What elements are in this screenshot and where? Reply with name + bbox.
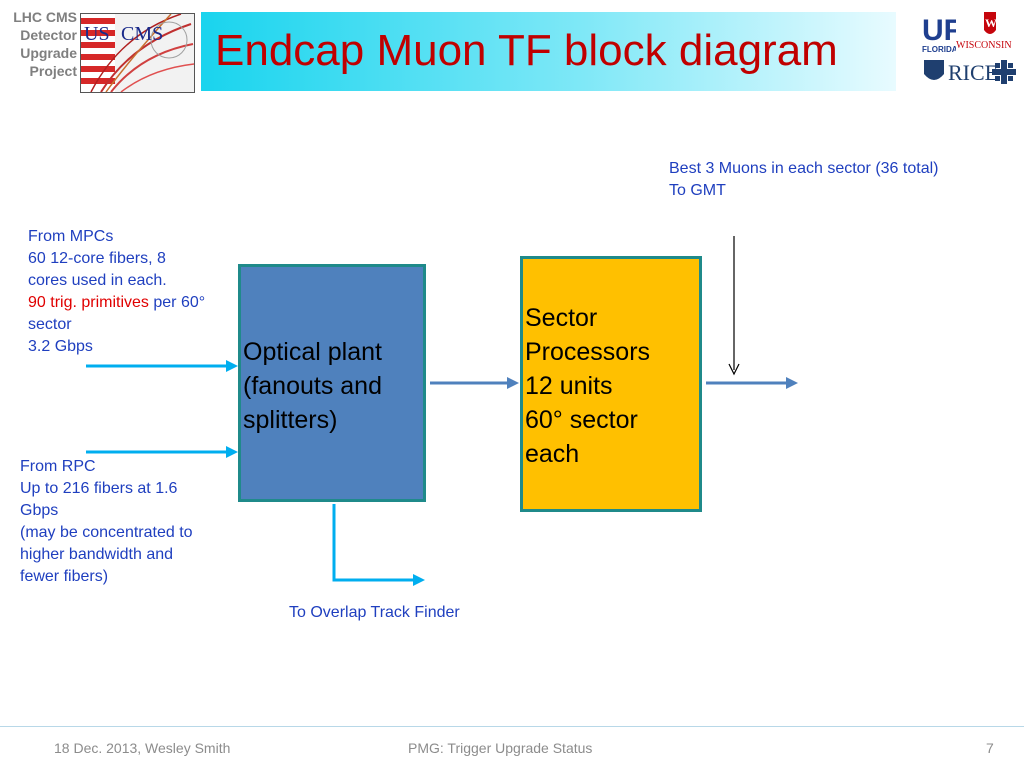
note-line: 90 trig. primitives per 60° bbox=[28, 292, 205, 314]
gmt-output-note: Best 3 Muons in each sector (36 total) T… bbox=[669, 158, 938, 202]
uf-logo: UF FLORIDA bbox=[922, 14, 956, 54]
project-label-line: Detector bbox=[20, 27, 77, 43]
optical-to-sector-arrow bbox=[430, 377, 519, 389]
footer-date-author: 18 Dec. 2013, Wesley Smith bbox=[54, 740, 231, 756]
wisconsin-logo: W WISCONSIN bbox=[956, 12, 1012, 51]
box-label-line: Processors bbox=[525, 338, 651, 366]
sector-processors-box: Sector Processors 12 units 60° sector ea… bbox=[520, 256, 702, 512]
page-title: Endcap Muon TF block diagram bbox=[215, 26, 838, 75]
wisconsin-crest-icon bbox=[984, 12, 996, 34]
mpc-input-note: From MPCs 60 12-core fibers, 8 cores use… bbox=[28, 226, 205, 358]
note-line: Gbps bbox=[20, 502, 59, 519]
box-label-line: each bbox=[525, 440, 580, 468]
note-line-rest: per 60° bbox=[148, 294, 206, 311]
project-label: LHC CMS Detector Upgrade Project bbox=[4, 8, 77, 80]
page-number: 7 bbox=[986, 740, 994, 756]
box-label-line: splitters) bbox=[243, 406, 338, 434]
note-line: From RPC bbox=[20, 458, 96, 475]
logo-cms-text: CMS bbox=[121, 23, 163, 45]
uf-logo-text: UF bbox=[922, 14, 956, 47]
box-label-line: 60° sector bbox=[525, 406, 638, 434]
note-highlight: 90 trig. primitives bbox=[28, 294, 149, 311]
box-label-line: Optical plant bbox=[243, 338, 382, 366]
footer-divider bbox=[0, 726, 1024, 727]
note-line: Up to 216 fibers at 1.6 bbox=[20, 480, 178, 497]
note-line: 60 12-core fibers, 8 bbox=[28, 250, 166, 267]
note-line: higher bandwidth and bbox=[20, 546, 174, 563]
project-label-line: Upgrade bbox=[20, 45, 77, 61]
project-label-line: Project bbox=[29, 63, 77, 79]
uscms-logo: US CMS bbox=[80, 13, 195, 93]
svg-text:W: W bbox=[985, 16, 997, 30]
note-line: 3.2 Gbps bbox=[28, 338, 93, 355]
rpc-input-arrow bbox=[86, 446, 238, 458]
box-label-line: Sector bbox=[525, 304, 598, 332]
wisconsin-logo-text: WISCONSIN bbox=[956, 40, 1012, 51]
sector-output-arrow bbox=[706, 377, 798, 389]
fermilab-icon bbox=[992, 60, 1016, 84]
rpc-input-note: From RPC Up to 216 fibers at 1.6 Gbps (m… bbox=[20, 456, 193, 588]
note-line: (may be concentrated to bbox=[20, 524, 193, 541]
note-line: From MPCs bbox=[28, 228, 114, 245]
note-line: Best 3 Muons in each sector (36 total) bbox=[669, 160, 939, 177]
optical-plant-label: Optical plant (fanouts and splitters) bbox=[243, 335, 382, 437]
box-label-line: (fanouts and bbox=[243, 372, 382, 400]
note-line: To GMT bbox=[669, 182, 726, 199]
logo-us-text: US bbox=[84, 23, 110, 45]
overlap-output-note: To Overlap Track Finder bbox=[289, 604, 460, 621]
gmt-pointer-arrow bbox=[728, 236, 740, 376]
mpc-input-arrow bbox=[86, 360, 238, 372]
title-bar: Endcap Muon TF block diagram bbox=[201, 12, 896, 91]
rice-logo-text: RICE bbox=[948, 60, 998, 85]
note-line: fewer fibers) bbox=[20, 568, 109, 585]
optical-plant-box: Optical plant (fanouts and splitters) bbox=[238, 264, 426, 502]
uscms-logo-graphic: US CMS bbox=[81, 14, 194, 92]
project-label-line: LHC CMS bbox=[13, 9, 77, 25]
rice-logo: RICE bbox=[924, 60, 1016, 85]
box-label-line: 12 units bbox=[525, 372, 613, 400]
uf-logo-sub: FLORIDA bbox=[922, 45, 956, 54]
footer-center: PMG: Trigger Upgrade Status bbox=[408, 740, 593, 756]
sector-processors-label: Sector Processors 12 units 60° sector ea… bbox=[525, 301, 650, 471]
note-line: sector bbox=[28, 316, 72, 333]
overlap-output-arrow bbox=[332, 504, 425, 586]
rice-crest-icon bbox=[924, 60, 944, 80]
note-line: cores used in each. bbox=[28, 272, 167, 289]
